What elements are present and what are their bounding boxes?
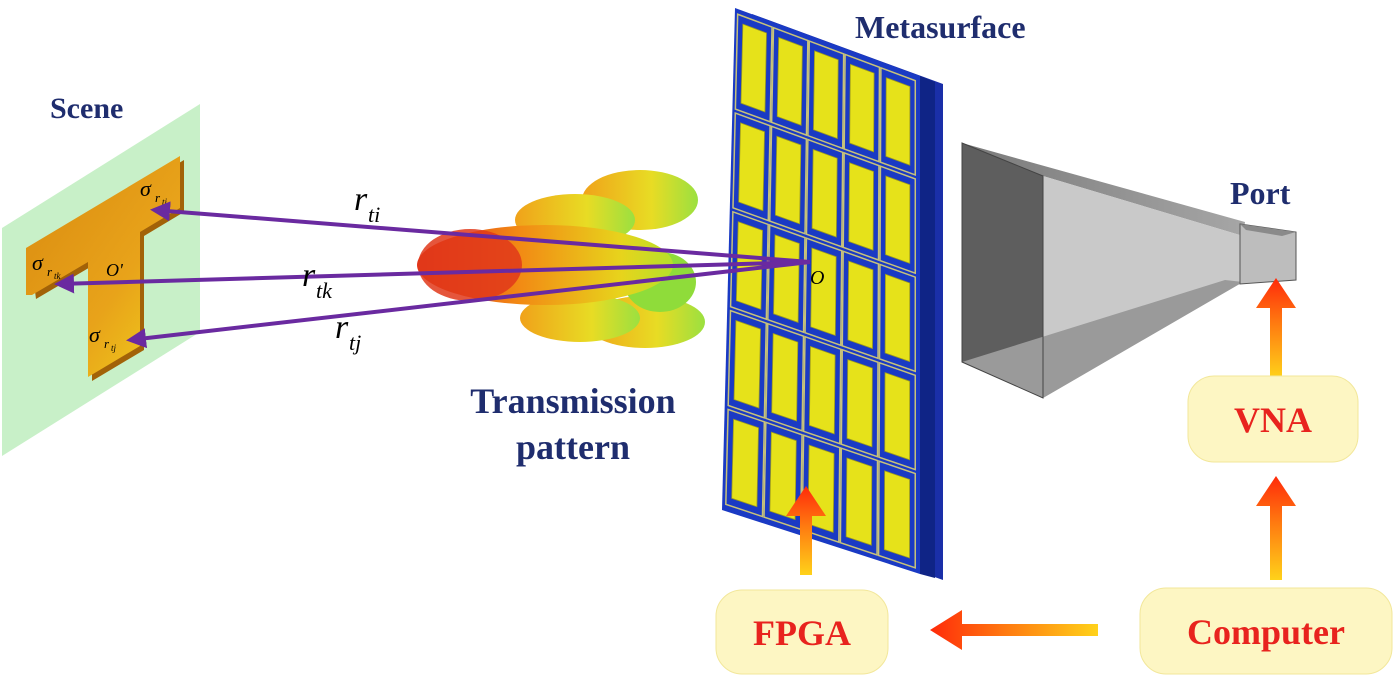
metasurface-panel bbox=[722, 8, 943, 580]
metasurface-cell bbox=[740, 23, 767, 113]
metasurface-cell-border bbox=[879, 66, 917, 177]
svg-text:tj: tj bbox=[349, 330, 361, 355]
metasurface-cell-border bbox=[805, 138, 844, 248]
svg-text:r: r bbox=[155, 190, 161, 205]
metasurface-cell-border bbox=[879, 165, 917, 275]
svg-text:r: r bbox=[354, 181, 368, 218]
svg-text:ti: ti bbox=[162, 197, 168, 207]
metasurface-cell bbox=[847, 260, 874, 350]
port-label: Port bbox=[1230, 175, 1291, 211]
metasurface-cell-border bbox=[839, 447, 879, 557]
svg-text:tj: tj bbox=[111, 343, 117, 353]
metasurface-cell bbox=[771, 332, 799, 422]
svg-text:σ: σ bbox=[140, 176, 152, 201]
metasurface-cell bbox=[738, 122, 765, 212]
metasurface-cell-border bbox=[804, 237, 843, 347]
svg-text:r: r bbox=[302, 257, 316, 294]
ray-ti bbox=[150, 201, 811, 264]
metasurface-cell-border bbox=[842, 151, 880, 262]
metasurface-cell bbox=[846, 359, 873, 448]
metasurface-cell bbox=[883, 470, 910, 559]
svg-text:σ: σ bbox=[89, 322, 101, 347]
svg-text:tk: tk bbox=[316, 278, 333, 303]
fpga-box: FPGA bbox=[715, 589, 889, 675]
vna-box: VNA bbox=[1187, 375, 1359, 463]
sigma-tj-label: σ r tj bbox=[89, 322, 117, 353]
ray-tj bbox=[126, 260, 811, 349]
ray-arrows bbox=[54, 201, 811, 349]
transmission-label-line1: Transmission bbox=[470, 381, 675, 421]
r-ti-label: r ti bbox=[354, 181, 380, 227]
metasurface-cell bbox=[811, 148, 838, 238]
metasurface-cell bbox=[808, 345, 836, 435]
svg-text:r: r bbox=[335, 309, 349, 346]
metasurface-cell bbox=[884, 372, 911, 461]
metasurface-cell-border bbox=[770, 26, 809, 137]
metasurface-cell-border bbox=[843, 53, 881, 163]
svg-text:r: r bbox=[104, 336, 110, 351]
computer-label: Computer bbox=[1187, 612, 1345, 652]
metasurface-cell-border bbox=[807, 39, 845, 150]
arrow-vna-to-port bbox=[1256, 278, 1296, 378]
metasurface-cells bbox=[725, 13, 917, 569]
metasurface-cell-border bbox=[877, 460, 916, 569]
scene-label: Scene bbox=[50, 92, 123, 125]
metasurface-cell-border bbox=[840, 348, 879, 458]
metasurface-cell bbox=[849, 63, 875, 153]
metasurface-cell bbox=[885, 175, 911, 264]
metasurface-cell-border bbox=[768, 125, 808, 235]
metasurface-cell-border bbox=[732, 111, 771, 222]
metasurface-cell bbox=[733, 319, 761, 409]
metasurface-cell-border bbox=[729, 210, 769, 321]
metasurface-cell bbox=[845, 457, 873, 546]
metasurface-cell bbox=[810, 247, 837, 337]
transmission-label-line2: pattern bbox=[516, 427, 630, 467]
metasurface-cell-border bbox=[725, 408, 766, 518]
origin-prime-label: O' bbox=[106, 260, 124, 280]
metasurface-cell-border bbox=[727, 309, 768, 419]
r-tk-label: r tk bbox=[302, 257, 333, 303]
horn-antenna bbox=[961, 142, 1297, 399]
metasurface-cell bbox=[773, 234, 800, 323]
t-target bbox=[26, 156, 184, 381]
metasurface-cell bbox=[731, 418, 759, 508]
transmission-pattern bbox=[417, 170, 705, 348]
metasurface-cell-border bbox=[841, 250, 880, 360]
svg-text:r: r bbox=[47, 264, 53, 279]
metasurface-cell-border bbox=[802, 335, 842, 445]
arrow-computer-to-fpga bbox=[930, 610, 1098, 650]
metasurface-cell-border bbox=[765, 322, 805, 432]
svg-text:tk: tk bbox=[54, 271, 62, 281]
origin-label: O bbox=[810, 267, 824, 289]
r-tj-label: r tj bbox=[335, 309, 361, 355]
vna-label: VNA bbox=[1234, 400, 1312, 440]
metasurface-cell-border bbox=[878, 361, 917, 471]
svg-text:σ: σ bbox=[32, 250, 44, 275]
metasurface-cell-border bbox=[734, 13, 773, 123]
metasurface-cell bbox=[776, 36, 803, 126]
metasurface-cell bbox=[884, 273, 911, 363]
computer-box: Computer bbox=[1139, 587, 1393, 675]
metasurface-cell-border bbox=[878, 263, 917, 373]
metasurface-cell bbox=[848, 162, 874, 251]
metasurface-cell bbox=[813, 50, 839, 140]
ray-tk bbox=[54, 260, 811, 294]
metasurface-cell bbox=[774, 135, 802, 225]
metasurface-label: Metasurface bbox=[855, 9, 1026, 45]
arrow-fpga-to-metasurface bbox=[786, 486, 826, 575]
svg-text:ti: ti bbox=[368, 202, 380, 227]
fpga-label: FPGA bbox=[753, 613, 851, 653]
metasurface-cell-border bbox=[767, 223, 806, 334]
metasurface-cell bbox=[769, 431, 797, 521]
arrow-computer-to-vna bbox=[1256, 476, 1296, 580]
metasurface-cell bbox=[885, 77, 911, 166]
